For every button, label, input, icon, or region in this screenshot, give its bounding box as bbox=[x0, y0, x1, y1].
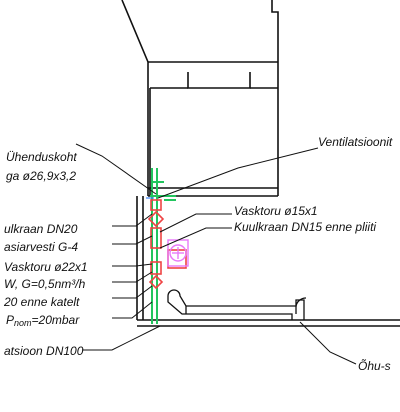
gas-meter bbox=[167, 239, 189, 267]
label-flow: W, G=0,5nm³/h bbox=[4, 277, 86, 291]
label-gaasiarvesti: asiarvesti G-4 bbox=[4, 240, 78, 254]
label-kuulkraan-dn20: ulkraan DN20 bbox=[4, 222, 78, 236]
gas-pipe bbox=[150, 168, 176, 324]
label-ventilatsioonitoru: Ventilatsioonit bbox=[318, 135, 393, 149]
label-vasktoru-15: Vasktoru ø15x1 bbox=[234, 204, 318, 218]
leader-lines bbox=[75, 143, 357, 365]
label-ga-diameter: ga ø26,9x3,2 bbox=[6, 169, 76, 183]
label-ohu: Õhu-s bbox=[358, 358, 391, 373]
label-ventilatsioon-dn100: atsioon DN100 bbox=[4, 344, 84, 358]
label-pressure: Pnom=20mbar bbox=[6, 313, 80, 328]
label-uhenduskoht: Ühenduskoht bbox=[6, 150, 77, 164]
building-walls bbox=[121, 0, 400, 327]
ventilation-duct bbox=[167, 289, 307, 320]
label-vasktoru-22: Vasktoru ø22x1 bbox=[4, 260, 88, 274]
label-kuulkraan-dn15: Kuulkraan DN15 enne pliiti bbox=[234, 220, 376, 234]
label-enne-katelt: 20 enne katelt bbox=[3, 295, 80, 309]
